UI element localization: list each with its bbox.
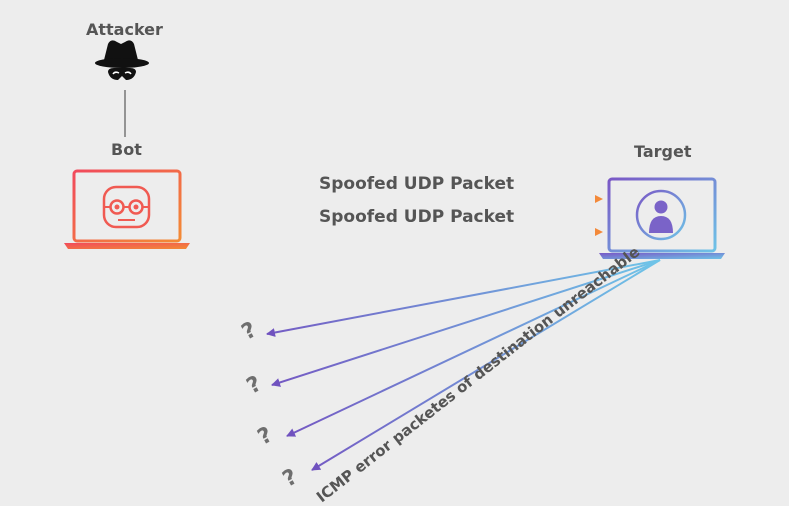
icmp-arrow-2: [271, 259, 661, 387]
robot-face-icon: [102, 185, 151, 229]
icmp-arrow-1: [266, 259, 661, 337]
bot-laptop: [64, 169, 190, 249]
attacker-label: Attacker: [86, 20, 163, 39]
icmp-arrow-3: [286, 259, 661, 437]
spoofed-packet-label-1: Spoofed UDP Packet: [319, 174, 515, 194]
icmp-arrow-4: [311, 259, 661, 471]
spoofed-packet-label-2: Spoofed UDP Packet: [319, 207, 515, 227]
target-label: Target: [634, 142, 692, 161]
bot-label: Bot: [111, 140, 142, 159]
user-avatar-icon: [635, 189, 687, 241]
spy-hat-icon: [95, 40, 149, 80]
target-laptop: [599, 177, 725, 259]
